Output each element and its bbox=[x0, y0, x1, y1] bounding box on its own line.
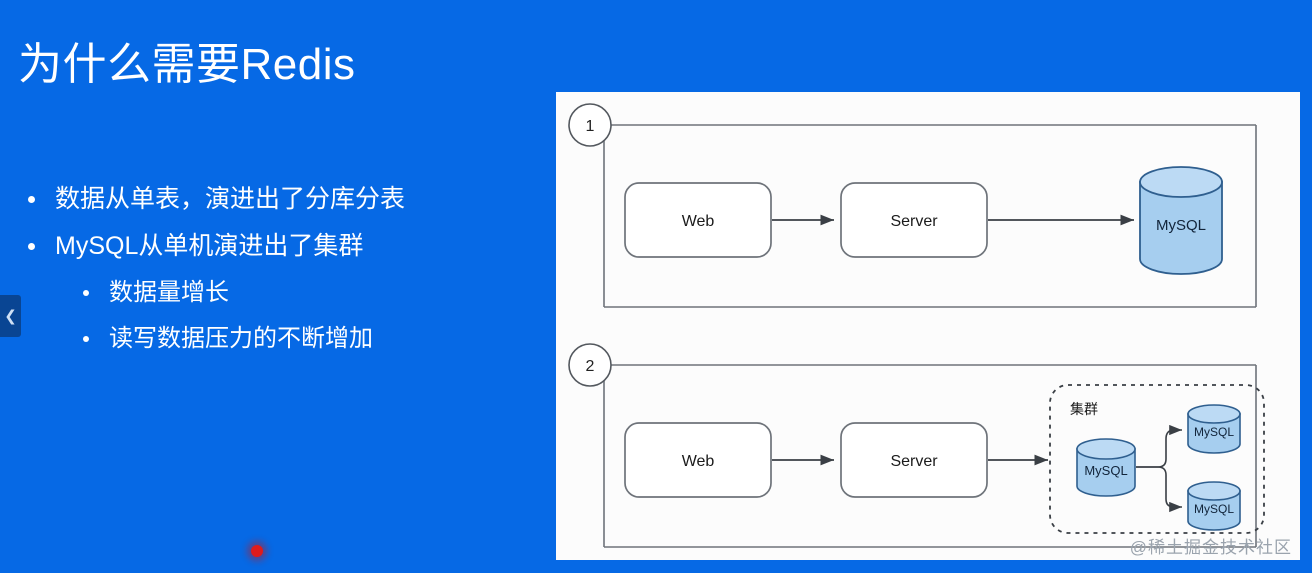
node-web-1 bbox=[624, 182, 772, 258]
node-mysql-replica-1: MySQL bbox=[1187, 404, 1241, 454]
section-2-frame bbox=[603, 364, 1257, 548]
node-mysql-1: MySQL bbox=[1139, 166, 1223, 275]
list-item-label: 读写数据压力的不断增加 bbox=[109, 325, 373, 352]
list-item: 读写数据压力的不断增加 bbox=[28, 322, 528, 356]
node-web-2-label: Web bbox=[682, 453, 715, 470]
laser-pointer-dot bbox=[251, 545, 263, 557]
edge-primary-to-replica-1 bbox=[1136, 424, 1182, 468]
watermark: @稀土掘金技术社区 bbox=[1129, 538, 1292, 557]
node-mysql-replica-2: MySQL bbox=[1187, 481, 1241, 531]
architecture-diagram: 1 Web Server MySQL bbox=[568, 103, 1265, 548]
diagram-panel: 1 Web Server MySQL bbox=[556, 92, 1300, 560]
bullet-dot-icon bbox=[83, 336, 89, 342]
cluster-container bbox=[1049, 384, 1265, 534]
list-item-label: 数据从单表，演进出了分库分表 bbox=[55, 185, 406, 213]
node-mysql-1-label: MySQL bbox=[1156, 217, 1206, 234]
node-mysql-primary: MySQL bbox=[1076, 438, 1136, 497]
node-mysql-primary-label: MySQL bbox=[1084, 463, 1127, 478]
section-1-badge-circle bbox=[568, 103, 612, 147]
section-1-badge-label: 1 bbox=[586, 118, 595, 135]
section-1-frame bbox=[603, 124, 1257, 308]
node-mysql-replica-2-label: MySQL bbox=[1194, 502, 1234, 516]
list-item-label: 数据量增长 bbox=[109, 279, 229, 306]
list-item-label: MySQL从单机演进出了集群 bbox=[55, 232, 364, 260]
list-item: 数据量增长 bbox=[28, 276, 528, 310]
diagram-section-1: 1 Web Server MySQL bbox=[568, 103, 1257, 308]
list-item: MySQL从单机演进出了集群 bbox=[28, 229, 528, 263]
diagram-section-2: 2 Web Server 集群 MySQL bbox=[568, 343, 1265, 548]
node-server-2 bbox=[840, 422, 988, 498]
node-web-1-label: Web bbox=[682, 213, 715, 230]
node-server-2-label: Server bbox=[890, 453, 938, 470]
node-web-2 bbox=[624, 422, 772, 498]
edge-primary-to-replica-2 bbox=[1136, 466, 1182, 513]
chevron-left-icon: ❮ bbox=[4, 308, 17, 325]
bullet-dot-icon bbox=[83, 290, 89, 296]
cluster-label: 集群 bbox=[1070, 401, 1098, 418]
list-item: 数据从单表，演进出了分库分表 bbox=[28, 182, 528, 216]
node-server-1-label: Server bbox=[890, 213, 938, 230]
page-title: 为什么需要Redis bbox=[18, 40, 356, 90]
bullet-dot-icon bbox=[28, 196, 35, 203]
sidebar-collapse-toggle[interactable]: ❮ bbox=[0, 295, 21, 337]
bullet-list: 数据从单表，演进出了分库分表 MySQL从单机演进出了集群 数据量增长 读写数据… bbox=[28, 182, 528, 368]
section-2-badge-label: 2 bbox=[586, 358, 595, 375]
node-mysql-replica-1-label: MySQL bbox=[1194, 425, 1234, 439]
node-server-1 bbox=[840, 182, 988, 258]
bullet-dot-icon bbox=[28, 243, 35, 250]
section-2-badge-circle bbox=[568, 343, 612, 387]
